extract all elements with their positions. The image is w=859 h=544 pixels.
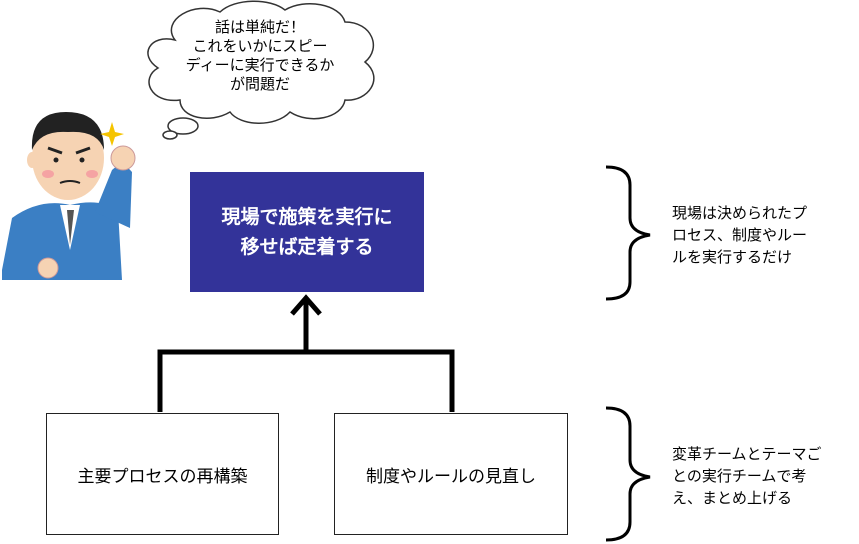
note-line: え、まとめ上げる	[672, 489, 793, 507]
note-bottom: 変革チームとテーマご との実行チームで考 え、まとめ上げる	[672, 443, 852, 509]
note-line: 現場は決められたプ	[672, 204, 808, 222]
bubble-line: 話は単純だ！	[214, 18, 305, 36]
connector-lines	[157, 294, 455, 412]
bubble-line: ディーに実行できるか	[185, 56, 335, 74]
process-rebuild-box: 主要プロセスの再構築	[46, 413, 279, 535]
brace-bottom	[605, 406, 651, 542]
note-line: ルを実行するだけ	[672, 248, 793, 266]
thought-cloud	[147, 0, 375, 140]
rules-review-box: 制度やルールの見直し	[334, 413, 568, 535]
note-line: ロセス、制度やルー	[672, 226, 808, 244]
thought-bubble-text: 話は単純だ！ これをいかにスピー ディーに実行できるか が問題だ	[160, 18, 360, 94]
note-line: 変革チームとテーマご	[672, 445, 822, 463]
goal-line: 現場で施策を実行に	[221, 206, 393, 228]
box-label: 主要プロセスの再構築	[77, 466, 248, 487]
goal-line: 移せば定着する	[240, 236, 374, 258]
bubble-line: が問題だ	[229, 75, 290, 93]
note-line: との実行チームで考	[672, 467, 807, 485]
box-label: 制度やルールの見直し	[366, 466, 536, 487]
bubble-line: これをいかにスピー	[192, 37, 328, 55]
brace-top	[605, 165, 651, 301]
goal-box: 現場で施策を実行に 移せば定着する	[190, 172, 424, 292]
note-top: 現場は決められたプ ロセス、制度やルー ルを実行するだけ	[672, 202, 852, 268]
businessman-icon	[2, 112, 136, 280]
